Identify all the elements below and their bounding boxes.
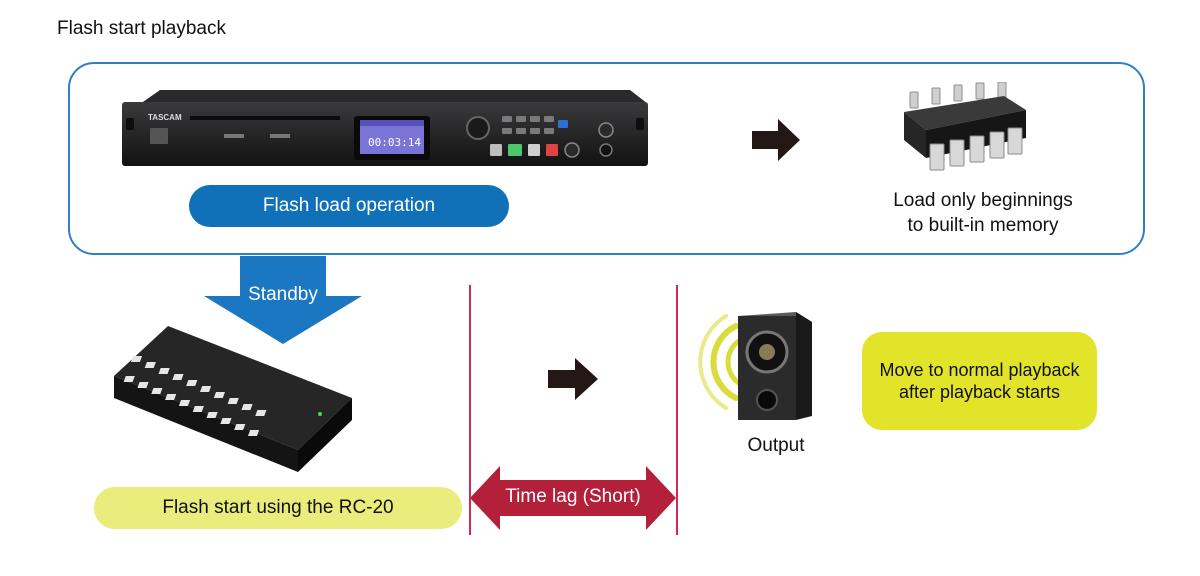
device-display-text: 00:03:14: [368, 136, 421, 149]
time-lag-double-arrow-icon: [470, 466, 676, 530]
standby-label: Standby: [248, 284, 318, 305]
rack-player-device-icon: TASCAM 00:03:14: [122, 90, 648, 166]
normal-playback-label: Move to normal playback after playback s…: [862, 332, 1097, 430]
time-lag-label: Time lag (Short): [505, 486, 641, 507]
rc20-flash-start-label: Flash start using the RC-20: [94, 487, 462, 529]
speaker-icon: [698, 312, 812, 420]
page-title: Flash start playback: [57, 18, 226, 39]
normal-playback-line1: Move to normal playback: [879, 359, 1080, 380]
flash-load-panel: [68, 62, 1145, 255]
memory-chip-icon: [904, 82, 1026, 171]
time-lag-start-line: [469, 285, 471, 535]
memory-description-line2: to built-in memory: [907, 214, 1059, 236]
right-arrow-icon: [752, 119, 800, 161]
normal-playback-line2: after playback starts: [898, 382, 1061, 402]
rc20-remote-icon: [114, 326, 352, 472]
device-logo-text: TASCAM: [148, 113, 182, 122]
flash-load-operation-label: Flash load operation: [189, 185, 509, 227]
standby-down-arrow-icon: [204, 256, 362, 344]
right-arrow-icon: [548, 358, 598, 400]
output-label: Output: [747, 435, 805, 456]
memory-description-line1: Load only beginnings: [893, 190, 1073, 211]
memory-description: Load only beginnings to built-in memory: [860, 189, 1106, 238]
time-lag-end-line: [676, 285, 678, 535]
